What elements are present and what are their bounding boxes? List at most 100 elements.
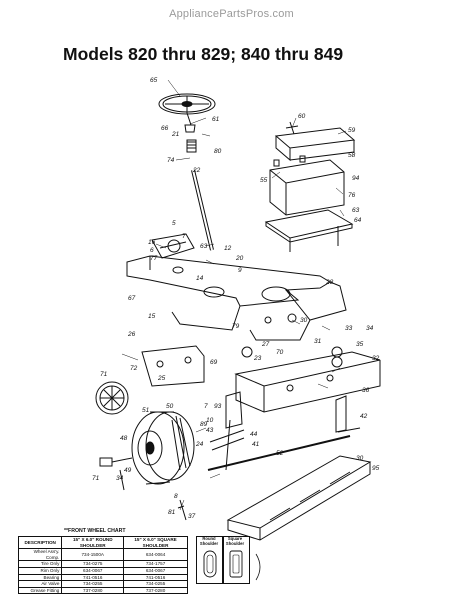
watermark: AppliancePartsPros.com [169, 8, 294, 20]
callout: 6 [150, 247, 154, 254]
callout: 8 [174, 493, 178, 500]
table-row: Bearing 741-0516 741-0516 [17, 573, 188, 582]
table-cell: Wheel Ass'y. Comp. [17, 548, 63, 562]
battery-tray [264, 209, 354, 252]
table-cell: Grease Fitting [17, 586, 63, 595]
callout: 33 [345, 325, 353, 332]
callout: 16 [148, 239, 156, 246]
callout: 7 [204, 403, 208, 410]
callout: 30 [300, 317, 308, 324]
callout: 89 [200, 421, 208, 428]
tire-side-detail [255, 553, 261, 581]
callout: 81 [168, 509, 176, 516]
table-cell: 741-0516 [123, 573, 188, 582]
table-cell: 734-1757 [123, 560, 188, 568]
front-axle [234, 351, 381, 413]
battery [269, 121, 356, 216]
leader-lines [121, 79, 347, 511]
front-wheel-tire [131, 411, 195, 485]
callout: 52 [276, 450, 284, 457]
small-hardware [119, 346, 343, 521]
callout: 27 [261, 341, 270, 348]
callout: 48 [120, 435, 128, 442]
column-header: 15" X 6.0" ROUND SHOULDER [61, 535, 125, 550]
callout: 80 [214, 148, 222, 155]
callout: 69 [210, 359, 218, 366]
spindle [209, 391, 361, 471]
callout: 60 [298, 113, 306, 120]
callout: 23 [253, 355, 262, 362]
callout: 25 [157, 375, 166, 382]
axle-bolt [99, 457, 133, 467]
wheel-chart-caption: **FRONT WHEEL CHART [64, 528, 126, 534]
callout: 95 [372, 465, 380, 472]
callout: 41 [252, 441, 260, 448]
callout: 28 [325, 279, 334, 286]
callout: 43 [206, 427, 214, 434]
table-cell: 634-0064 [123, 548, 188, 562]
callout: 34 [116, 475, 124, 482]
table-row: Grease Fitting 737-0280 737-0280 [17, 586, 188, 595]
callout: 71 [92, 475, 100, 482]
callout: 63 [200, 243, 208, 250]
callout: 21 [171, 131, 180, 138]
callout: 10 [206, 417, 214, 424]
square-shoulder-profile-box [222, 536, 250, 584]
callout: 15 [148, 313, 156, 320]
callout: 51 [142, 407, 150, 414]
table-row: Wheel Ass'y. Comp. 734-1500A 634-0064 [17, 548, 188, 562]
drag-link [207, 435, 351, 471]
callout: 32 [372, 355, 380, 362]
steering-wheel [158, 93, 216, 115]
callout: 67 [128, 295, 136, 302]
callout: 64 [354, 217, 362, 224]
callout: 72 [130, 365, 138, 372]
table-cell: Rim Only [17, 566, 63, 575]
callout: 55 [260, 177, 268, 184]
callout: 58 [348, 152, 356, 159]
round-shoulder-tire-icon [203, 550, 217, 578]
callout: 30 [356, 455, 364, 462]
table-cell: 737-0280 [61, 586, 125, 595]
callout: 70 [276, 349, 284, 356]
callout: 49 [124, 467, 132, 474]
callout: 77 [150, 255, 158, 262]
main-frame [126, 255, 347, 341]
square-shoulder-tire-icon [229, 550, 243, 578]
callout: 50 [166, 403, 174, 410]
callout: 94 [352, 175, 360, 182]
callout: 74 [167, 157, 175, 164]
callout: 31 [314, 338, 322, 345]
callout: 14 [196, 275, 204, 282]
steering-shaft [184, 112, 214, 251]
round-shoulder-label: Round Shoulder [199, 536, 219, 546]
table-cell: 734-0255 [123, 580, 188, 588]
callout: 59 [348, 127, 356, 134]
steering-gear [151, 233, 195, 259]
callout: 61 [212, 116, 220, 123]
table-cell: 634-0067 [61, 566, 125, 575]
table-header-row: DESCRIPTION 15" X 6.0" ROUND SHOULDER 15… [17, 535, 188, 550]
callout: 34 [366, 325, 374, 332]
callout: 26 [127, 331, 136, 338]
round-shoulder-profile-box [196, 536, 224, 584]
callout: 12 [224, 245, 232, 252]
table-cell: 634-0067 [123, 566, 188, 575]
callout: 36 [362, 387, 370, 394]
callout: 76 [348, 192, 356, 199]
callout: 20 [235, 255, 244, 262]
callout: 44 [250, 431, 258, 438]
callout: 66 [161, 125, 169, 132]
table-cell: 734-0275 [61, 560, 125, 568]
hub-cap [95, 381, 129, 415]
callout: 35 [356, 341, 364, 348]
callout: 63 [352, 207, 360, 214]
callout-labels: 65 66 21 61 80 74 22 60 59 55 58 94 76 6… [92, 77, 380, 520]
table-row: Air Valve 734-0255 734-0255 [17, 580, 188, 588]
table-cell: Air Valve [17, 580, 63, 588]
callout: 22 [192, 167, 201, 174]
table-cell: 734-0255 [61, 580, 125, 588]
callout: 93 [214, 403, 222, 410]
table-cell: 741-0516 [61, 573, 125, 582]
